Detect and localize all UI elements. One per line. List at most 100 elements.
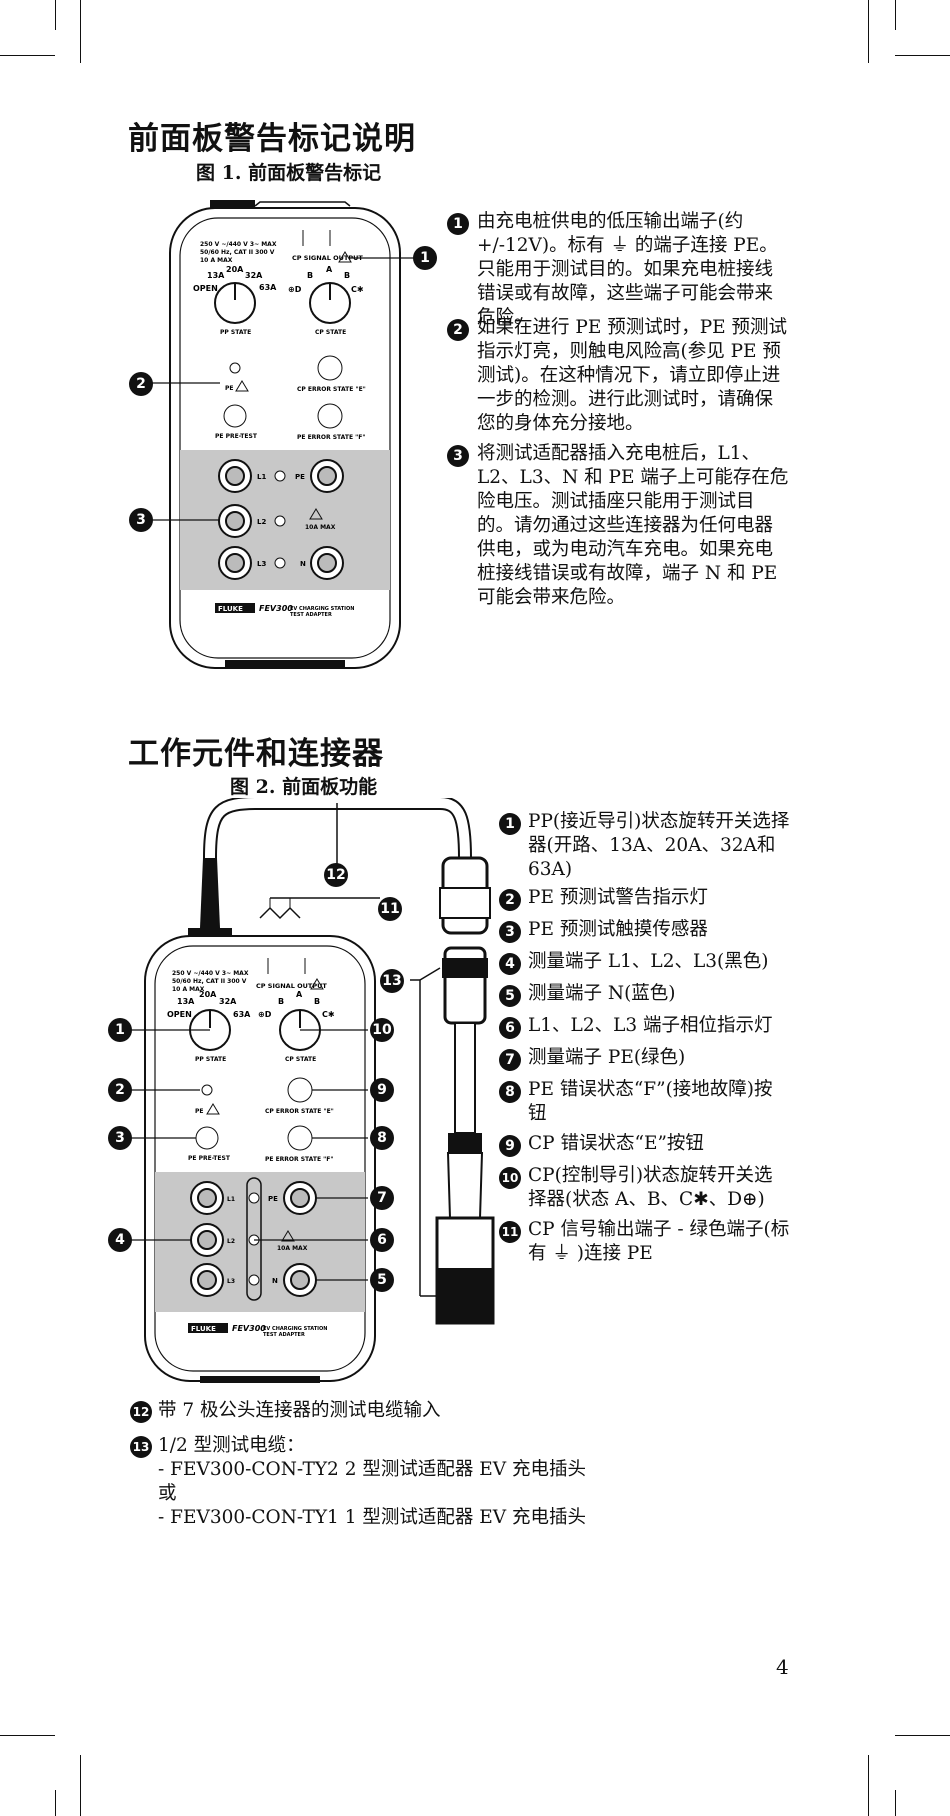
svg-text:PE: PE [195,1108,204,1115]
desc-item-3: 将测试适配器插入充电桩后，L1、L2、L3、N 和 PE 端子上可能存在危险电压… [477,443,789,608]
desc-num-1: 1 [447,213,469,235]
pe-pretest-label: PE PRE-TEST [215,433,258,440]
callout-fig2-9: 9 [370,1078,394,1102]
figure1-caption: 图 1. 前面板警告标记 [196,162,382,184]
feature-num: 3 [499,921,521,943]
svg-text:10A MAX: 10A MAX [277,1245,308,1252]
callout-12: 12 [324,863,348,887]
extra-item-13-line: 或 [158,1483,177,1504]
crop-mark [80,1755,81,1816]
svg-text:20A: 20A [199,990,217,999]
crop-mark [80,0,81,63]
callout-11: 11 [378,897,402,921]
svg-text:TEST ADAPTER: TEST ADAPTER [290,612,332,618]
extra-item-13-line: - FEV300-CON-TY2 2 型测试适配器 EV 充电插头 [158,1459,586,1480]
svg-text:C✱: C✱ [322,1010,335,1019]
current-label: 10 A MAX [200,257,233,264]
feature-num: 2 [499,889,521,911]
svg-text:50/60 Hz, CAT II 300 V: 50/60 Hz, CAT II 300 V [172,978,247,985]
feature-num: 7 [499,1049,521,1071]
crop-mark [0,55,55,56]
cp-state-label: CP STATE [315,329,346,336]
callout-fig2-6: 6 [370,1228,394,1252]
feature-item: 测量端子 PE(绿色) [528,1047,686,1068]
svg-text:TEST ADAPTER: TEST ADAPTER [263,1332,305,1338]
svg-text:PE ERROR STATE "F": PE ERROR STATE "F" [265,1156,334,1163]
cp-error-label: CP ERROR STATE "E" [297,386,366,393]
feature-item: CP 信号输出端子 - 绿色端子(标有 ⏚ )连接 PE [528,1219,790,1264]
svg-text:CP ERROR STATE "E": CP ERROR STATE "E" [265,1108,334,1115]
section1-title: 前面板警告标记说明 [128,121,416,157]
svg-text:13A: 13A [177,997,195,1006]
crop-mark [895,55,950,56]
feature-item: PE 预测试警告指示灯 [528,887,708,908]
svg-text:L2: L2 [257,518,266,526]
svg-text:PE: PE [295,473,305,481]
pe-error-label: PE ERROR STATE "F" [297,434,366,441]
crop-mark [895,1790,896,1816]
svg-text:32A: 32A [219,997,237,1006]
callout-fig2-8: 8 [370,1126,394,1150]
svg-text:A: A [326,265,333,274]
feature-item: PP(接近导引)状态旋转开关选择器(开路、13A、20A、32A和 63A) [528,811,790,880]
extra-num-12: 12 [130,1401,152,1423]
callout-fig2-7: 7 [370,1186,394,1210]
callout-fig2-3: 3 [108,1126,132,1150]
svg-text:B: B [314,997,320,1006]
feature-num: 4 [499,953,521,975]
svg-text:L1: L1 [227,1196,235,1203]
svg-text:PE: PE [268,1195,278,1203]
callout-13: 13 [380,969,404,993]
feature-item: CP(控制导引)状态旋转开关选择器(状态 A、B、C✱、D⊕) [528,1165,773,1210]
svg-text:PP STATE: PP STATE [195,1056,226,1063]
feature-num: 11 [499,1221,521,1243]
callout-1: 1 [413,246,437,270]
svg-text:250 V ~/440 V 3~ MAX: 250 V ~/440 V 3~ MAX [172,970,249,977]
svg-text:L1: L1 [257,473,266,481]
svg-text:EV CHARGING STATION: EV CHARGING STATION [290,606,354,612]
feature-num: 5 [499,985,521,1007]
cp-output-label: CP SIGNAL OUTPUT [292,254,363,262]
desc-num-2: 2 [447,319,469,341]
svg-text:PE: PE [225,385,234,392]
extra-item-12: 带 7 极公头连接器的测试电缆输入 [158,1400,441,1421]
desc-item-1: 由充电桩供电的低压输出端子(约 +/-12V)。标有 ⏚ 的端子连接 PE。只能… [477,211,778,328]
svg-text:A: A [296,990,303,999]
crop-mark [868,1755,869,1816]
feature-item: PE 预测试触摸传感器 [528,919,708,940]
svg-text:B: B [307,271,313,280]
svg-text:13A: 13A [207,271,225,280]
callout-2: 2 [129,372,153,396]
feature-num: 9 [499,1135,521,1157]
pp-state-label: PP STATE [220,329,251,336]
device-figure-1: 250 V ~/440 V 3~ MAX 50/60 Hz, CAT II 30… [143,200,415,669]
svg-text:N: N [300,560,306,568]
svg-text:⊕D: ⊕D [258,1010,272,1019]
model-label: FEV300 [259,604,293,613]
feature-num: 6 [499,1017,521,1039]
feature-num: 8 [499,1081,521,1103]
crop-mark [55,1790,56,1816]
svg-text:CP SIGNAL OUTPUT: CP SIGNAL OUTPUT [256,982,327,990]
figure2-caption: 图 2. 前面板功能 [230,776,378,798]
feature-item: L1、L2、L3 端子相位指示灯 [528,1015,773,1036]
svg-text:L3: L3 [227,1278,235,1285]
brand-label: FLUKE [218,605,243,613]
svg-text:10 A MAX: 10 A MAX [172,986,205,993]
svg-text:⊕D: ⊕D [288,285,302,294]
extra-item-13: 1/2 型测试电缆： - FEV300-CON-TY2 2 型测试适配器 EV … [158,1434,658,1530]
svg-text:B: B [344,271,350,280]
feature-num: 1 [499,813,521,835]
feature-num: 10 [499,1167,521,1189]
svg-text:FLUKE: FLUKE [191,1325,216,1333]
svg-text:63A: 63A [259,283,277,292]
svg-text:L2: L2 [227,1238,235,1245]
svg-text:B: B [278,997,284,1006]
svg-text:20A: 20A [226,265,244,274]
callout-3: 3 [129,508,153,532]
callout-fig2-2: 2 [108,1078,132,1102]
freq-label: 50/60 Hz, CAT II 300 V [200,249,275,256]
callout-fig2-10: 10 [370,1018,394,1042]
extra-item-13-line: - FEV300-CON-TY1 1 型测试适配器 EV 充电插头 [158,1507,586,1528]
crop-mark [895,1735,950,1736]
